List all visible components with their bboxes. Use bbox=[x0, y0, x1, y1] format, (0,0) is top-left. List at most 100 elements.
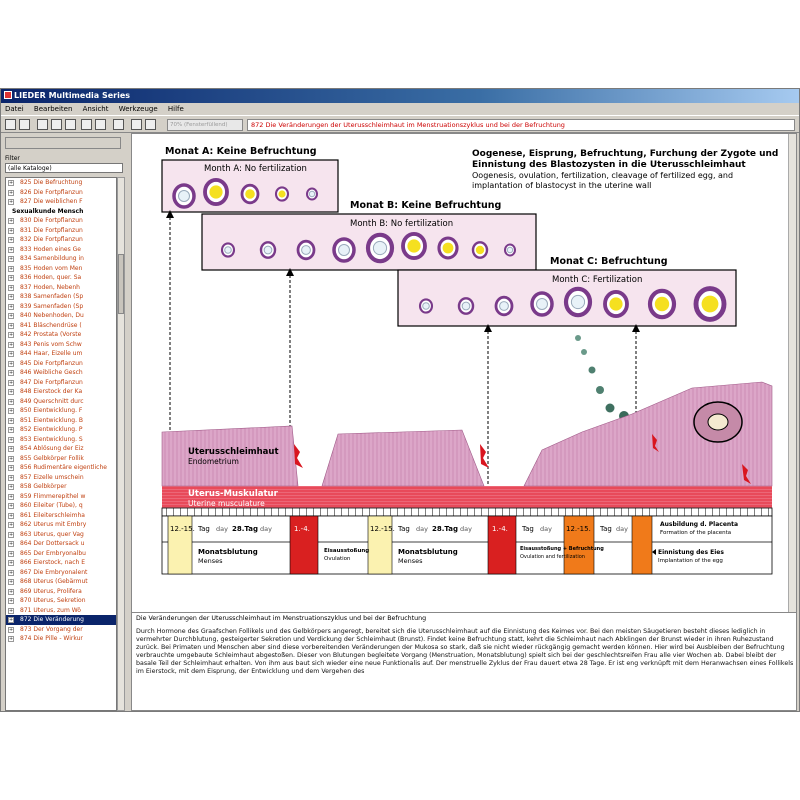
expand-icon[interactable]: + bbox=[8, 541, 14, 547]
tree-item[interactable]: +847 Die Fortpflanzun bbox=[6, 378, 116, 388]
expand-icon[interactable]: + bbox=[8, 550, 14, 557]
expand-icon[interactable]: + bbox=[8, 446, 14, 452]
tree-item[interactable]: +844 Haar, Eizelle um bbox=[6, 349, 116, 359]
menu-ansicht[interactable]: Ansicht bbox=[82, 105, 109, 113]
tree-item[interactable]: +857 Eizelle umschein bbox=[6, 473, 116, 483]
expand-icon[interactable]: + bbox=[8, 265, 14, 272]
expand-icon[interactable]: + bbox=[8, 588, 14, 595]
tree-item[interactable]: +830 Die Fortpflanzun bbox=[6, 216, 116, 226]
menu-hilfe[interactable]: Hilfe bbox=[167, 105, 184, 113]
tree-item[interactable]: +843 Penis vom Schw bbox=[6, 340, 116, 350]
tree-item[interactable]: +835 Hoden vom Men bbox=[6, 264, 116, 274]
expand-icon[interactable]: + bbox=[8, 256, 14, 262]
expand-icon[interactable]: + bbox=[8, 303, 14, 310]
expand-icon[interactable]: + bbox=[8, 341, 14, 348]
tree-item[interactable]: +858 Gelbkörper bbox=[6, 482, 116, 492]
expand-icon[interactable]: + bbox=[8, 218, 14, 224]
expand-icon[interactable]: + bbox=[8, 408, 14, 414]
copy-icon[interactable] bbox=[37, 119, 48, 130]
filter-select[interactable]: (alle Kataloge) bbox=[5, 163, 123, 173]
expand-icon[interactable]: + bbox=[8, 636, 14, 642]
expand-icon[interactable]: + bbox=[8, 199, 14, 205]
tree-item[interactable]: +862 Uterus mit Embry bbox=[6, 520, 116, 530]
expand-icon[interactable]: + bbox=[8, 436, 14, 443]
save-icon[interactable] bbox=[95, 119, 106, 130]
tree-item[interactable]: +849 Querschnitt durc bbox=[6, 397, 116, 407]
expand-icon[interactable]: + bbox=[8, 474, 14, 481]
expand-icon[interactable]: + bbox=[8, 512, 14, 519]
expand-icon[interactable]: + bbox=[8, 360, 14, 367]
expand-icon[interactable]: + bbox=[8, 237, 14, 243]
tree-item[interactable]: +859 Flimmerepithel w bbox=[6, 492, 116, 502]
expand-icon[interactable]: + bbox=[8, 351, 14, 357]
sidebar-scroll-thumb[interactable] bbox=[118, 254, 124, 314]
expand-icon[interactable]: + bbox=[8, 313, 14, 319]
tree-item[interactable]: +825 Die Befruchtung bbox=[6, 178, 116, 188]
tree-item[interactable]: +870 Uterus, Sekretion bbox=[6, 596, 116, 606]
title-bar[interactable]: LIEDER Multimedia Series bbox=[1, 89, 799, 103]
expand-icon[interactable]: + bbox=[8, 617, 14, 623]
tree-item[interactable]: +852 Eientwicklung. P bbox=[6, 425, 116, 435]
tree-item[interactable]: +866 Eierstock, nach E bbox=[6, 558, 116, 568]
content-scrollbar[interactable] bbox=[788, 134, 796, 612]
tree-item[interactable]: +846 Weibliche Gesch bbox=[6, 368, 116, 378]
expand-icon[interactable]: + bbox=[8, 531, 14, 538]
tree-item[interactable]: +855 Gelbkörper Follik bbox=[6, 454, 116, 464]
tree-item[interactable]: +834 Samenbildung in bbox=[6, 254, 116, 264]
tree-item[interactable]: +856 Rudimentäre eigentliche bbox=[6, 463, 116, 473]
tree-item[interactable]: +874 Die Pille - Wirkur bbox=[6, 634, 116, 644]
tree-item[interactable]: +831 Die Fortpflanzun bbox=[6, 226, 116, 236]
expand-icon[interactable]: + bbox=[8, 389, 14, 395]
tree-item[interactable]: +863 Uterus, quer Vag bbox=[6, 530, 116, 540]
expand-icon[interactable]: + bbox=[8, 417, 14, 424]
expand-icon[interactable]: + bbox=[8, 284, 14, 291]
expand-icon[interactable]: + bbox=[8, 455, 14, 462]
tree-item[interactable]: +841 Bläschendrüse ( bbox=[6, 321, 116, 331]
zoom-icon[interactable] bbox=[145, 119, 156, 130]
tree-item[interactable]: +868 Uterus (Gebärmut bbox=[6, 577, 116, 587]
expand-icon[interactable]: + bbox=[8, 322, 14, 329]
tree-item[interactable]: +826 Die Fortpflanzun bbox=[6, 188, 116, 198]
expand-icon[interactable]: + bbox=[8, 626, 14, 633]
expand-icon[interactable]: + bbox=[8, 227, 14, 234]
expand-icon[interactable]: + bbox=[8, 332, 14, 338]
hand-icon[interactable] bbox=[131, 119, 142, 130]
back-icon[interactable] bbox=[5, 119, 16, 130]
expand-icon[interactable]: + bbox=[8, 427, 14, 433]
tree-item[interactable]: +842 Prostata (Vorste bbox=[6, 330, 116, 340]
tree-item[interactable]: +838 Samenfaden (Sp bbox=[6, 292, 116, 302]
expand-icon[interactable]: + bbox=[8, 275, 14, 281]
expand-icon[interactable]: + bbox=[8, 598, 14, 604]
expand-icon[interactable]: + bbox=[8, 579, 14, 585]
tree-item[interactable]: +833 Hoden eines Ge bbox=[6, 245, 116, 255]
expand-icon[interactable]: + bbox=[8, 246, 14, 253]
print-preview-icon[interactable] bbox=[65, 119, 76, 130]
sidebar-scrollbar[interactable] bbox=[117, 177, 125, 711]
tree-item[interactable]: +845 Die Fortpflanzun bbox=[6, 359, 116, 369]
tree-item[interactable]: +871 Uterus, zum Wö bbox=[6, 606, 116, 616]
expand-icon[interactable]: + bbox=[8, 465, 14, 471]
tree-item[interactable]: +848 Eierstock der Ka bbox=[6, 387, 116, 397]
menu-werkzeuge[interactable]: Werkzeuge bbox=[118, 105, 158, 113]
tree-item[interactable]: +827 Die weiblichen F bbox=[6, 197, 116, 207]
expand-icon[interactable]: + bbox=[8, 398, 14, 405]
tree-item[interactable]: +851 Eientwicklung. B bbox=[6, 416, 116, 426]
expand-icon[interactable]: + bbox=[8, 294, 14, 300]
expand-icon[interactable]: + bbox=[8, 379, 14, 386]
expand-icon[interactable]: + bbox=[8, 484, 14, 490]
tree-item[interactable]: +860 Eileiter (Tube), q bbox=[6, 501, 116, 511]
expand-icon[interactable]: + bbox=[8, 560, 14, 566]
tree-item[interactable]: +832 Die Fortpflanzun bbox=[6, 235, 116, 245]
tree-group[interactable]: Sexualkunde Mensch bbox=[6, 207, 116, 217]
tree-item[interactable]: +865 Der Embryonalbu bbox=[6, 549, 116, 559]
tree-item[interactable]: +836 Hoden, quer. Sa bbox=[6, 273, 116, 283]
expand-icon[interactable]: + bbox=[8, 189, 14, 196]
tree-item[interactable]: +872 Die Veränderung bbox=[6, 615, 116, 625]
print-icon[interactable] bbox=[51, 119, 62, 130]
zoom-field[interactable]: 70% (Fensterfüllend) bbox=[167, 119, 243, 131]
expand-icon[interactable]: + bbox=[8, 522, 14, 528]
tree-item[interactable]: +850 Eientwicklung. F bbox=[6, 406, 116, 416]
tree-item[interactable]: +861 Eileiterschleimha bbox=[6, 511, 116, 521]
expand-icon[interactable]: + bbox=[8, 180, 14, 186]
tree-item[interactable]: +869 Uterus, Prolifera bbox=[6, 587, 116, 597]
